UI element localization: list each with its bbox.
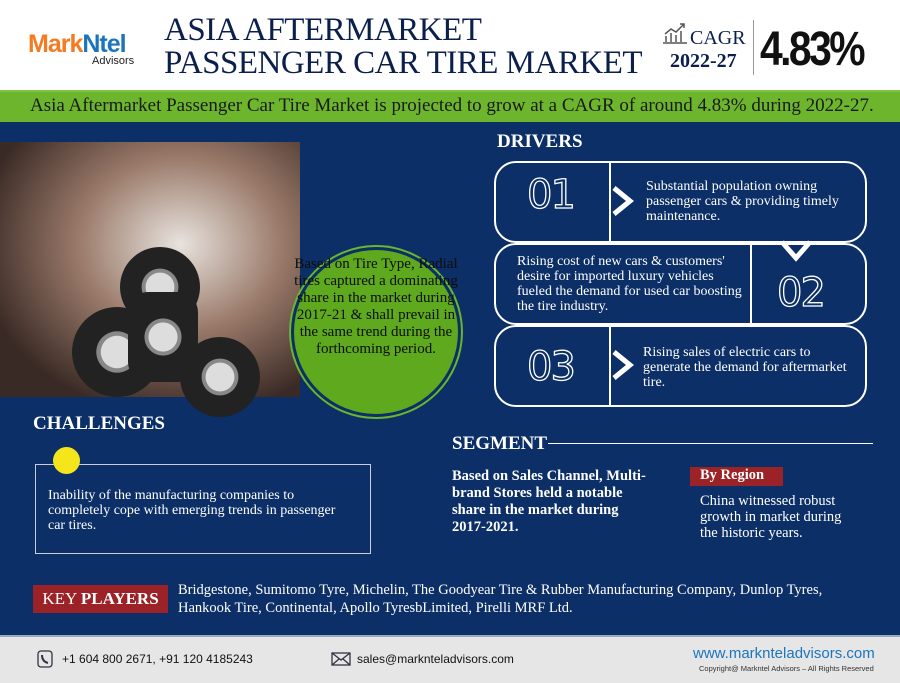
logo-brand-a: Mark [28,30,83,58]
footer [0,635,900,683]
divider [750,243,752,325]
email-icon [331,652,351,666]
segment-sales-channel: Based on Sales Channel, Multi-brand Stor… [452,468,646,535]
key-players-label-a: KEY [42,589,77,608]
logo-subtitle: Advisors [92,55,135,67]
tires-image [0,142,300,417]
challenges-box [35,464,371,554]
growth-chart-icon [663,23,687,44]
chevron-right-icon [612,186,634,216]
key-players-label-b: PLAYERS [80,589,159,608]
chevron-down-icon [780,240,812,262]
copyright: Copyright@ Markntel Advisors – All Right… [699,664,874,673]
website-link[interactable]: www.marknteladvisors.com [693,645,875,662]
cagr-label: CAGR [690,27,746,49]
driver-number: 02 [776,269,826,316]
driver-text: Rising sales of electric cars to generat… [643,345,847,390]
challenges-text: Inability of the manufacturing companies… [48,488,336,533]
header [0,0,900,90]
driver-text: Rising cost of new cars & customers' des… [517,254,742,314]
phone-number[interactable]: +1 604 800 2671, +91 120 4185243 [62,652,253,666]
segment-heading: SEGMENT [452,433,548,454]
region-text: China witnessed robust growth in market … [700,493,842,541]
driver-text: Substantial population owning passenger … [646,179,839,224]
region-label-bg [690,467,783,486]
driver-box-2 [494,243,867,325]
divider [609,325,611,407]
driver-box-1 [494,161,867,243]
driver-number: 01 [526,171,576,218]
logo-brand-b: Ntel [82,30,126,58]
region-label: By Region [700,467,765,483]
page-title: ASIA AFTERMARKET PASSENGER CAR TIRE MARK… [164,12,643,81]
challenges-heading: CHALLENGES [33,413,165,434]
drivers-heading: DRIVERS [497,131,583,152]
divider [609,161,611,243]
key-players-label: KEY PLAYERS [33,585,168,613]
summary-banner [0,90,900,122]
tire-image [128,292,198,382]
phone-icon [37,650,53,668]
key-players-list: Bridgestone, Sumitomo Tyre, Michelin, Th… [178,582,823,616]
divider [753,20,754,75]
logo: MarkNtel [28,30,127,59]
highlight-circle [291,247,461,417]
email-link[interactable]: sales@marknteladvisors.com [357,652,514,666]
driver-box-3 [494,325,867,407]
bullet-dot-icon [53,447,80,474]
highlight-text: Based on Tire Type, Radial tires capture… [294,256,458,357]
cagr-years: 2022-27 [670,50,737,72]
summary-text: Asia Aftermarket Passenger Car Tire Mark… [30,95,874,116]
divider [548,443,873,444]
chevron-right-icon [612,350,634,380]
cagr-value: 4.83% [760,23,865,76]
driver-number: 03 [526,343,576,390]
